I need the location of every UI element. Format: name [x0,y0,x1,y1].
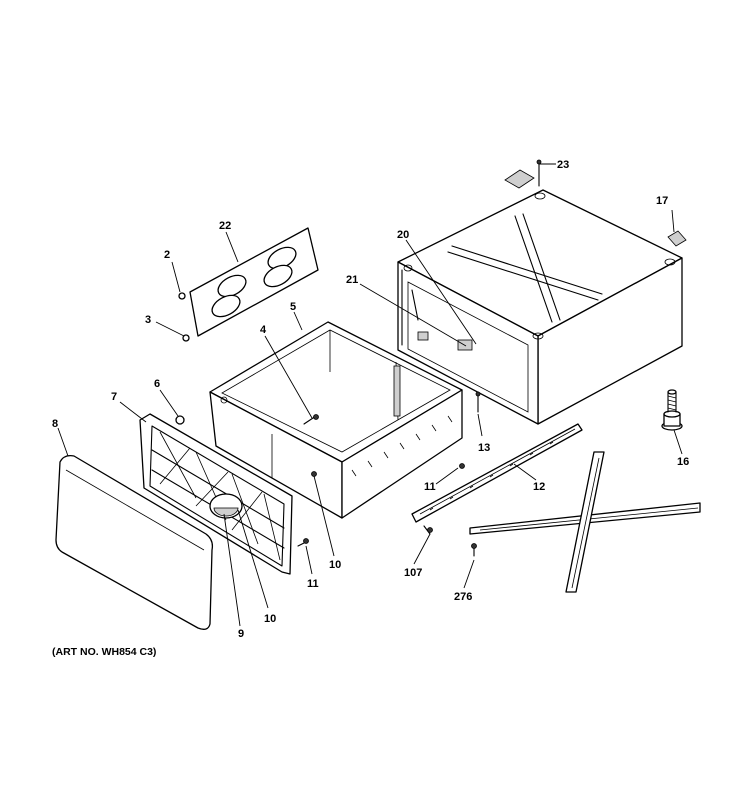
callout-6: 6 [154,378,160,390]
callout-21: 21 [346,274,358,286]
leader-lines [57,163,683,627]
panel-22 [189,227,319,337]
callout-22: 22 [219,220,231,232]
drawer-5 [209,321,463,519]
screw-13 [475,391,481,413]
screw-276 [471,543,477,557]
callout-17: 17 [656,195,668,207]
art-number-caption: (ART NO. WH854 C3) [52,646,156,658]
part-3 [182,334,190,342]
screw-10-upper [311,471,317,477]
callout-107: 107 [404,567,422,579]
callout-7: 7 [111,391,117,403]
callout-11-right: 11 [424,481,436,493]
callout-13: 13 [478,442,490,454]
pedestal-cabinet [397,189,683,425]
rail-12 [411,423,583,523]
pad-23 [504,159,542,189]
callout-20: 20 [397,229,409,241]
frame-7 [139,413,293,575]
part-6 [175,415,185,425]
callout-3: 3 [145,314,151,326]
screw-11-upper [459,463,465,469]
screw-11-lower [297,538,309,547]
callout-4: 4 [260,324,267,336]
screw-107 [423,525,433,535]
callout-11-left: 11 [307,578,319,590]
callout-23: 23 [557,159,569,171]
callout-276: 276 [454,591,472,603]
base-brace [469,451,701,593]
callout-9: 9 [238,628,244,640]
callout-2: 2 [164,249,170,261]
callout-8: 8 [52,418,58,430]
callout-10-left: 10 [264,613,276,625]
callouts: 23 17 22 20 2 21 5 3 4 6 7 8 13 16 11 12… [52,159,689,640]
callout-5: 5 [290,301,296,313]
leveling-leg-16 [661,389,683,431]
callout-12: 12 [533,481,545,493]
screw-4 [303,414,319,425]
fascia-8 [55,454,214,630]
callout-10-right: 10 [329,559,341,571]
part-2 [178,292,186,300]
clip-17 [667,230,687,247]
callout-16: 16 [677,456,689,468]
